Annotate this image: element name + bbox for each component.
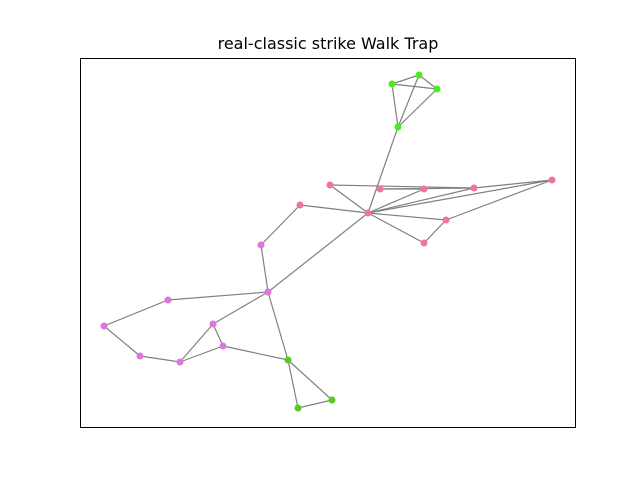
graph-node bbox=[296, 201, 304, 209]
node-layer bbox=[100, 71, 556, 412]
graph-edge bbox=[423, 219, 447, 244]
graph-node bbox=[219, 342, 227, 350]
graph-edge bbox=[329, 184, 369, 214]
graph-node bbox=[294, 404, 302, 412]
graph-edge bbox=[367, 212, 425, 244]
graph-edge bbox=[445, 179, 553, 221]
chart-title: real-classic strike Walk Trap bbox=[218, 34, 439, 53]
graph-node bbox=[420, 239, 428, 247]
graph-edge bbox=[267, 212, 369, 293]
graph-edge bbox=[367, 179, 553, 214]
graph-node bbox=[284, 356, 292, 364]
graph-node bbox=[326, 181, 334, 189]
graph-edge bbox=[222, 345, 289, 361]
graph-edge bbox=[167, 291, 269, 301]
graph-edge bbox=[391, 83, 399, 128]
graph-node bbox=[442, 216, 450, 224]
graph-edge bbox=[297, 399, 333, 409]
graph-edge bbox=[299, 204, 369, 214]
graph-node bbox=[376, 185, 384, 193]
graph-node bbox=[328, 396, 336, 404]
graph-edge bbox=[329, 184, 475, 189]
graph-edge bbox=[397, 88, 438, 128]
graph-edge bbox=[418, 74, 438, 90]
graph-edge bbox=[179, 323, 214, 363]
edge-layer bbox=[103, 74, 553, 409]
graph-edge bbox=[287, 359, 299, 409]
graph-edge bbox=[212, 291, 269, 325]
graph-edge bbox=[391, 74, 420, 85]
graph-edge bbox=[212, 323, 224, 347]
graph-edge bbox=[260, 204, 301, 246]
graph-edge bbox=[367, 126, 399, 214]
graph-edge bbox=[260, 244, 269, 293]
graph-node bbox=[136, 352, 144, 360]
graph-edge bbox=[103, 299, 169, 327]
graph-node bbox=[100, 322, 108, 330]
graph-edge bbox=[397, 74, 420, 128]
graph-node bbox=[176, 358, 184, 366]
graph-edge bbox=[179, 345, 224, 363]
plot-frame bbox=[80, 58, 576, 428]
graph-node bbox=[548, 176, 556, 184]
graph-edge bbox=[287, 359, 333, 401]
graph-edge bbox=[367, 212, 447, 221]
graph-edge bbox=[139, 355, 181, 363]
graph-node bbox=[209, 320, 217, 328]
graph-edge bbox=[367, 187, 475, 214]
graph-node bbox=[388, 80, 396, 88]
graph-edge bbox=[267, 291, 289, 361]
graph-node bbox=[415, 71, 423, 79]
graph-edge bbox=[367, 188, 425, 214]
graph-node bbox=[264, 288, 272, 296]
graph-node bbox=[433, 85, 441, 93]
graph-edge bbox=[473, 179, 553, 189]
graph-node bbox=[164, 296, 172, 304]
graph-node bbox=[420, 185, 428, 193]
graph-node bbox=[364, 209, 372, 217]
graph-node bbox=[470, 184, 478, 192]
graph-edge bbox=[103, 325, 141, 357]
graph-node bbox=[394, 123, 402, 131]
graph-node bbox=[257, 241, 265, 249]
